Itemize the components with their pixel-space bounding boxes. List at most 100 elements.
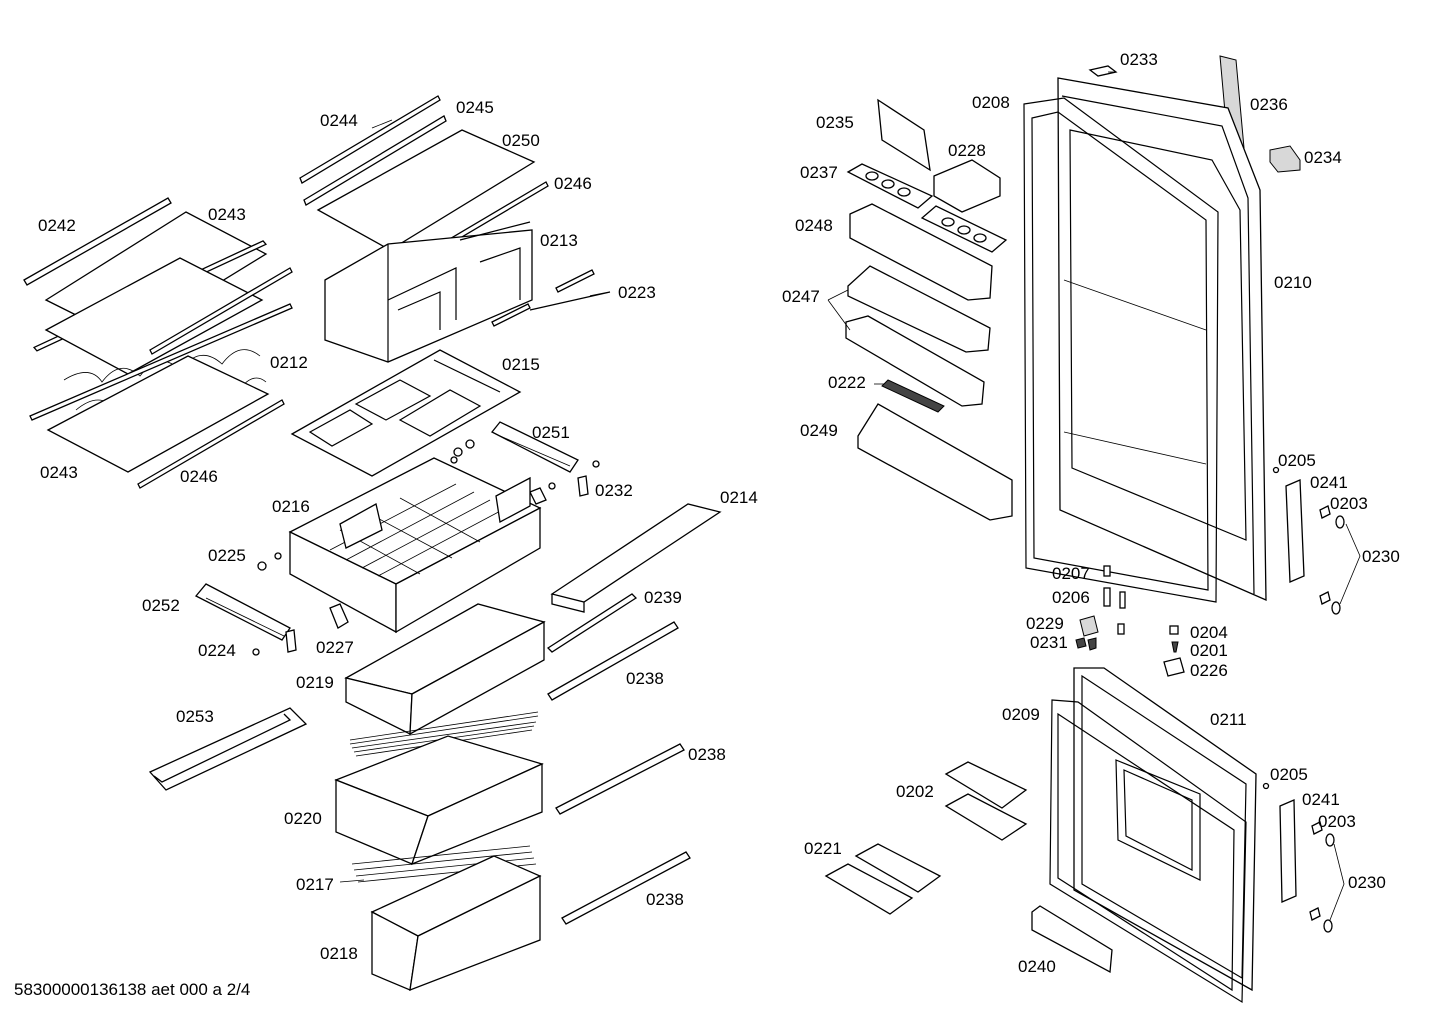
clip-strip [555,269,595,293]
part-label: 0205 [1270,765,1308,784]
left-assembly [23,95,722,992]
glass-shelf-trim-strips [299,95,447,206]
freezer-door-gasket [1049,699,1247,1004]
freezer-door-trim [1031,905,1113,974]
part-label: 0242 [38,216,76,235]
bottom-drawer [370,855,542,992]
document-id: 58300000136138 aet 000 a 2/4 [14,980,251,999]
part-label: 0210 [1274,273,1312,292]
part-label: 0209 [1002,705,1040,724]
bottle-bin [857,403,1013,521]
rail-strip [546,593,638,653]
part-label: 0243 [208,205,246,224]
drawer-rail-right [490,421,579,473]
part-label: 0201 [1190,641,1228,660]
part-label: 0249 [800,421,838,440]
part-label: 0208 [972,93,1010,112]
upper-drawer [344,603,546,736]
part-label: 0221 [804,839,842,858]
part-label: 0215 [502,355,540,374]
part-label: 0248 [795,216,833,235]
crisper-cover-frame [290,349,522,477]
door-bin-0248 [849,203,993,301]
small-storage-tray [148,707,308,791]
part-label: 0245 [456,98,494,117]
part-label: 0225 [208,546,246,565]
door-shelf-cover [877,98,931,172]
drawer-guide-strip [547,621,679,701]
part-label: 0235 [816,113,854,132]
part-label: 0203 [1318,812,1356,831]
part-label: 0214 [720,488,758,507]
part-label: 0246 [554,174,592,193]
part-label: 0216 [272,497,310,516]
door-bin-0247a [847,265,991,353]
butter-dish [933,159,1001,213]
part-label: 0243 [40,463,78,482]
part-label: 0202 [896,782,934,801]
part-label: 0252 [142,596,180,615]
door-bin-0247b [845,315,985,407]
part-label: 0247 [782,287,820,306]
freezer-door [1073,667,1257,992]
egg-tray [846,163,934,209]
part-label: 0231 [1030,633,1068,652]
part-label: 0241 [1302,790,1340,809]
crisper-cover-box [324,221,533,363]
fridge-door-gasket [1023,97,1219,603]
part-label: 0251 [532,423,570,442]
part-label: 0207 [1052,564,1090,583]
part-label: 0246 [180,467,218,486]
part-labels: 0244 0245 0250 0246 0242 0243 0213 0223 … [38,50,1400,976]
drawer-guide-strip [561,851,691,925]
part-label: 0240 [1018,957,1056,976]
part-label: 0238 [626,669,664,688]
fridge-door [1057,77,1267,601]
part-label: 0233 [1120,50,1158,69]
cold-pack-lower [944,793,1028,841]
shelf-stack-left [23,197,293,489]
part-label: 0203 [1330,494,1368,513]
part-label: 0213 [540,231,578,250]
part-label: 0227 [316,638,354,657]
egg-tray-2 [920,205,1008,253]
part-label: 0238 [688,745,726,764]
drawer-guide-strip [555,743,685,815]
part-label: 0212 [270,353,308,372]
middle-drawer [334,735,544,866]
part-label: 0219 [296,673,334,692]
cold-pack-upper [944,761,1028,809]
main-crisper-tray [288,457,542,634]
part-label: 0226 [1190,661,1228,680]
part-label: 0232 [595,481,633,500]
part-label: 0217 [296,875,334,894]
part-label: 0241 [1310,473,1348,492]
part-label: 0206 [1052,588,1090,607]
part-label: 0204 [1190,623,1228,642]
bin-divider [881,379,945,413]
part-label: 0250 [502,131,540,150]
ice-cube-tray-2 [824,863,914,915]
part-label: 0228 [948,141,986,160]
part-label: 0244 [320,111,358,130]
part-label: 0230 [1362,547,1400,566]
clip-strip [491,303,531,327]
tray-front-cover [550,503,722,613]
part-label: 0220 [284,809,322,828]
part-label: 0230 [1348,873,1386,892]
leader-lines [339,71,1116,883]
part-label: 0238 [646,890,684,909]
part-label: 0237 [800,163,838,182]
part-label: 0253 [176,707,214,726]
part-label: 0222 [828,373,866,392]
drawer-rail-left [194,583,291,641]
right-assembly [824,55,1361,1004]
part-label: 0218 [320,944,358,963]
part-label: 0229 [1026,614,1064,633]
glass-shelf-plate [316,129,536,251]
ice-cube-tray-1 [854,843,942,893]
part-label: 0239 [644,588,682,607]
part-label: 0224 [198,641,236,660]
part-label: 0205 [1278,451,1316,470]
